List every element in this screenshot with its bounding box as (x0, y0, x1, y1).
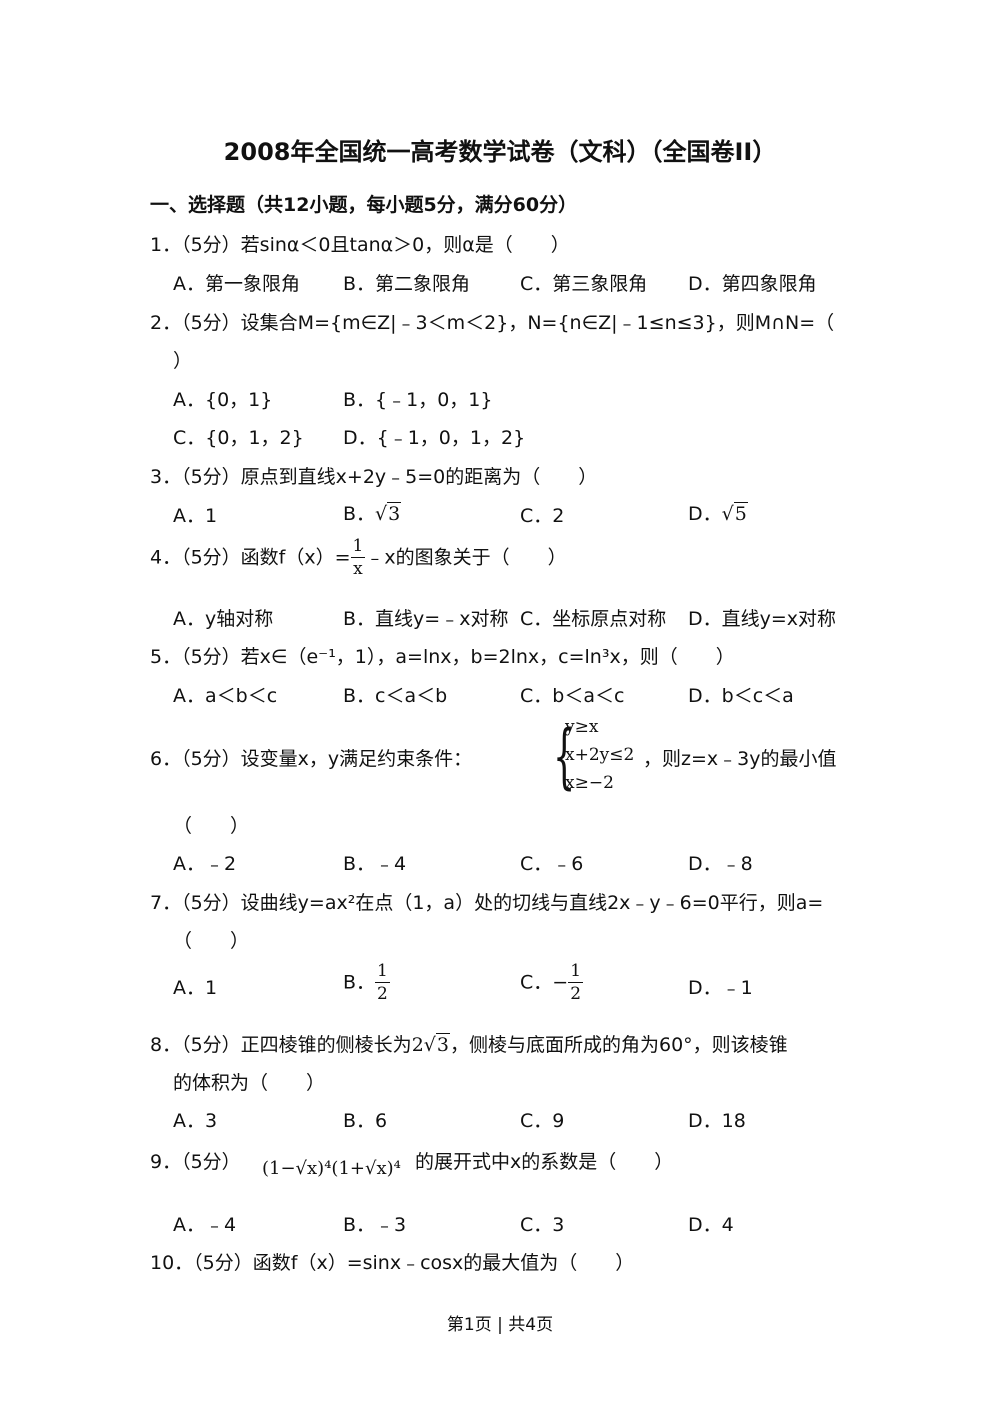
question-2-option-b: B．{﹣1，0，1} (343, 389, 493, 411)
question-3-option-b: B．√3 (343, 499, 402, 526)
constraint-1: y≥x (565, 717, 599, 737)
question-4-option-b: B．直线y=﹣x对称 (343, 608, 509, 630)
option-label: B． (343, 971, 376, 994)
question-5-option-c: C．b＜a＜c (520, 685, 625, 707)
radicand: 3 (387, 502, 402, 525)
question-7-stem: 7．（5分）设曲线y=ax²在点（1，a）处的切线与直线2x﹣y﹣6=0平行，则… (150, 892, 824, 914)
option-label: D． (688, 503, 722, 525)
sqrt-expression: √5 (721, 502, 748, 525)
constraint-system: { y≥x x+2y≤2 x≥−2 (553, 715, 673, 797)
denominator: x (353, 559, 363, 579)
question-8-option-d: D．18 (688, 1110, 746, 1132)
question-9-expression: (1−√x)⁴(1+√x)⁴ (262, 1158, 401, 1179)
stem-text: ，侧棱与底面所成的角为60°，则该棱锥 (449, 1034, 788, 1056)
question-6-option-d: D．﹣8 (688, 853, 753, 875)
question-7-stem-continued: （ ） (173, 930, 250, 952)
question-7-option-a: A．1 (173, 977, 218, 999)
option-label: B． (343, 503, 376, 525)
question-1-stem: 1．（5分）若sinα＜0且tanα＞0，则α是（ ） (150, 234, 570, 256)
question-5-option-a: A．a＜b＜c (173, 685, 278, 707)
stem-text: 4．（5分）函数f（x）= (150, 546, 351, 569)
question-10-stem: 10．（5分）函数f（x）=sinx﹣cosx的最大值为（ ） (150, 1252, 635, 1274)
question-8-option-a: A．3 (173, 1110, 218, 1132)
question-2-stem: 2．（5分）设集合M={m∈Z|﹣3＜m＜2}，N={n∈Z|﹣1≤n≤3}，则… (150, 312, 835, 334)
question-8-option-b: B．6 (343, 1110, 388, 1132)
question-8-stem-continued: 的体积为（ ） (173, 1072, 326, 1094)
question-1-option-a: A．第一象限角 (173, 273, 300, 295)
denominator: 2 (570, 984, 582, 1004)
question-4-option-d: D．直线y=x对称 (688, 608, 837, 630)
question-6-option-c: C．﹣6 (520, 853, 584, 875)
stem-text: ﹣x的图象关于（ ） (365, 546, 567, 569)
question-3-stem: 3．（5分）原点到直线x+2y﹣5=0的距离为（ ） (150, 466, 598, 488)
question-3-option-d: D．√5 (688, 499, 748, 526)
numerator: 1 (568, 961, 584, 983)
question-9-option-d: D．4 (688, 1214, 734, 1236)
question-4-option-a: A．y轴对称 (173, 608, 274, 630)
question-9-stem-suffix: 的展开式中x的系数是（ ） (415, 1151, 674, 1173)
numerator: 1 (350, 536, 366, 558)
question-6-stem-continued: （ ） (173, 815, 250, 837)
question-1-option-d: D．第四象限角 (688, 273, 817, 295)
question-2-stem-continued: ） (173, 350, 193, 372)
minus-sign: − (552, 971, 569, 994)
denominator: 2 (377, 984, 388, 1004)
stem-text: 8．（5分）正四棱锥的侧棱长为 (150, 1034, 412, 1056)
sqrt-expression: √3 (375, 502, 402, 525)
question-5-option-d: D．b＜c＜a (688, 685, 794, 707)
radicand: 5 (733, 502, 748, 525)
question-6-stem-prefix: 6．（5分）设变量x，y满足约束条件： (150, 748, 473, 770)
left-brace: { (553, 715, 576, 797)
section-heading: 一、选择题（共12小题，每小题5分，满分60分） (150, 194, 578, 216)
page-footer: 第1页 | 共4页 (446, 1315, 554, 1335)
question-6-stem-suffix: ，则z=x﹣3y的最小值 (643, 748, 837, 770)
numerator: 1 (375, 961, 390, 983)
constraint-3: x≥−2 (565, 773, 614, 793)
question-3-option-c: C．2 (520, 505, 565, 527)
question-7-option-d: D．﹣1 (688, 977, 753, 999)
question-2-option-d: D．{﹣1，0，1，2} (343, 427, 526, 449)
question-6-option-a: A．﹣2 (173, 853, 237, 875)
sqrt-expression: 2√3 (411, 1033, 450, 1056)
question-1-option-b: B．第二象限角 (343, 273, 471, 295)
question-2-option-c: C．{0，1，2} (173, 427, 304, 449)
question-5-option-b: B．c＜a＜b (343, 685, 448, 707)
question-2-option-a: A．{0，1} (173, 389, 273, 411)
question-8-option-c: C．9 (520, 1110, 565, 1132)
question-9-stem-prefix: 9．（5分） (150, 1151, 241, 1173)
question-9-option-a: A．﹣4 (173, 1214, 237, 1236)
question-9-option-b: B．﹣3 (343, 1214, 407, 1236)
question-3-option-a: A．1 (173, 505, 218, 527)
option-label: C． (520, 971, 553, 994)
constraint-2: x+2y≤2 (565, 745, 635, 765)
question-8-stem: 8．（5分）正四棱锥的侧棱长为2√3，侧棱与底面所成的角为60°，则该棱锥 (150, 1030, 788, 1057)
question-5-stem: 5．（5分）若x∈（e⁻¹，1），a=lnx，b=2lnx，c=ln³x，则（ … (150, 646, 735, 668)
question-9-option-c: C．3 (520, 1214, 565, 1236)
radicand: 3 (435, 1033, 450, 1056)
exam-title: 2008年全国统一高考数学试卷（文科）（全国卷II） (223, 138, 777, 166)
question-6-option-b: B．﹣4 (343, 853, 407, 875)
question-1-option-c: C．第三象限角 (520, 273, 648, 295)
coefficient: 2 (411, 1034, 424, 1056)
question-4-option-c: C．坐标原点对称 (520, 608, 667, 630)
